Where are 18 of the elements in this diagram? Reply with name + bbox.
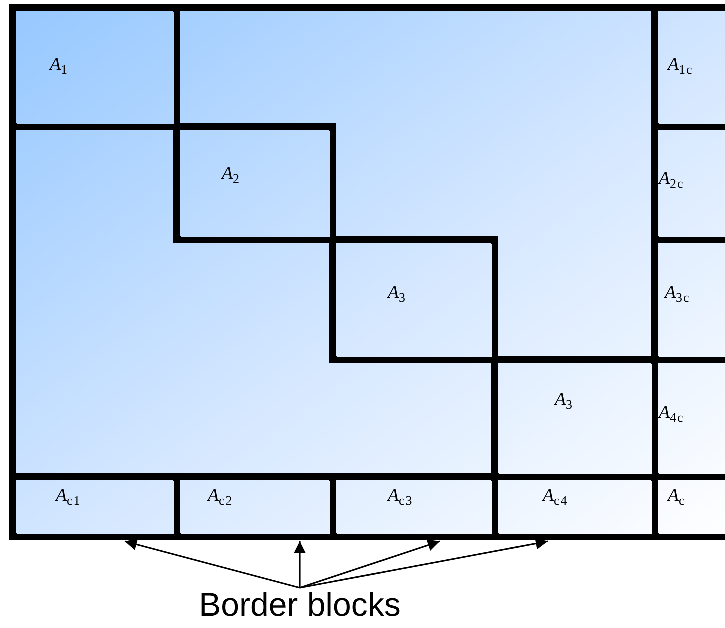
arrow [300,538,548,589]
block-label: A$_{1}$ [50,54,68,79]
block-label: A$_{1c}$ [668,54,694,79]
block-label: A$_{3}$ [388,282,406,307]
block-label: A$_{3c}$ [665,282,690,307]
block-label: A$_{4c}$ [659,402,684,427]
arrow [124,538,300,589]
block-label: A$_{c4}$ [543,485,568,510]
block-label: A$_{c3}$ [388,485,414,510]
block-label: A$_{c}$ [668,485,686,510]
block-label: A$_{2c}$ [659,168,684,193]
block-label: A$_{c1}$ [56,485,82,510]
arrow [294,542,306,588]
arrow [300,540,440,589]
block-label: A$_{2}$ [222,163,240,188]
caption-text: Border blocks [198,586,402,624]
block-label: A$_{3}$ [555,389,574,414]
block-label: A$_{c2}$ [208,485,234,510]
